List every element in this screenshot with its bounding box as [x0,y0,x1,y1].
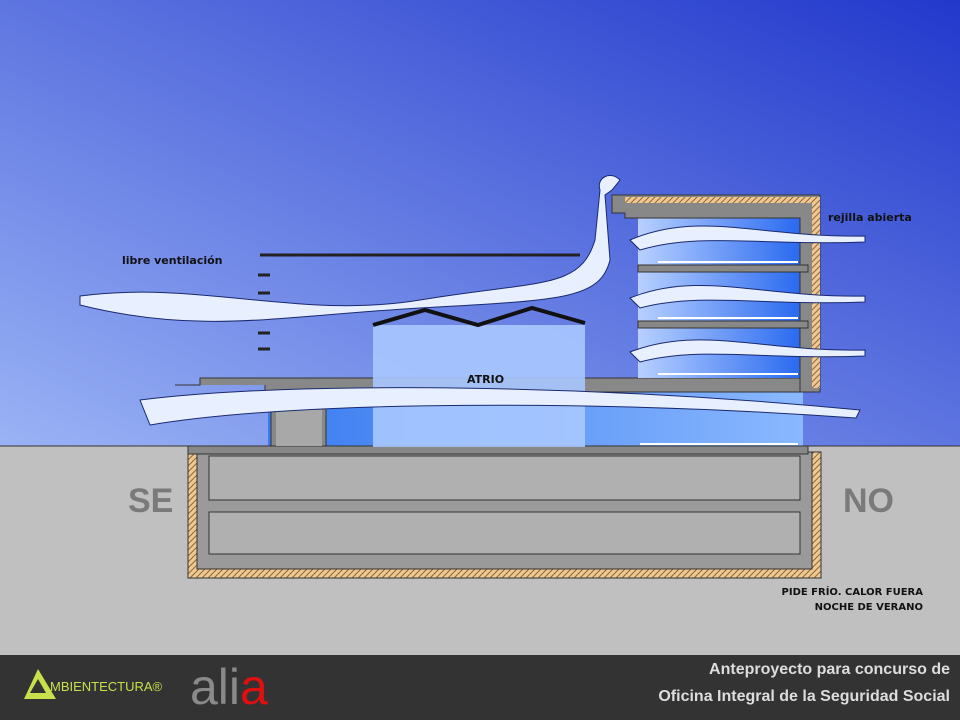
basement-level-2 [208,511,801,555]
atrium [373,325,585,447]
tower-insulation [625,197,820,203]
alia-logo: alia [190,657,268,717]
southeast-label: SE [128,482,174,520]
alia-logo-gray: ali [190,659,241,715]
alia-logo-red: a [240,659,268,715]
airflow-arrows [79,175,866,426]
footer: MBIENTECTURA® alia Anteproyecto para con… [0,655,960,720]
ambientectura-logo-text: MBIENTECTURA® [50,679,163,694]
grille-label: rejilla abierta [828,211,912,224]
northwest-label: NO [843,482,894,520]
basement-level-1 [208,455,801,501]
ventilation-label: libre ventilación [122,254,223,267]
atrium-label: ATRIO [467,373,505,386]
section-diagram [0,0,960,655]
note-line-1: PIDE FRÍO. CALOR FUERA [781,587,923,598]
ambientectura-logo-icon [24,669,56,699]
atrium-roof [372,305,586,328]
footer-title-line-1: Anteproyecto para concurso de [709,661,950,678]
footer-title-line-2: Oficina Integral de la Seguridad Social [658,688,950,705]
note-line-2: NOCHE DE VERANO [814,602,923,613]
